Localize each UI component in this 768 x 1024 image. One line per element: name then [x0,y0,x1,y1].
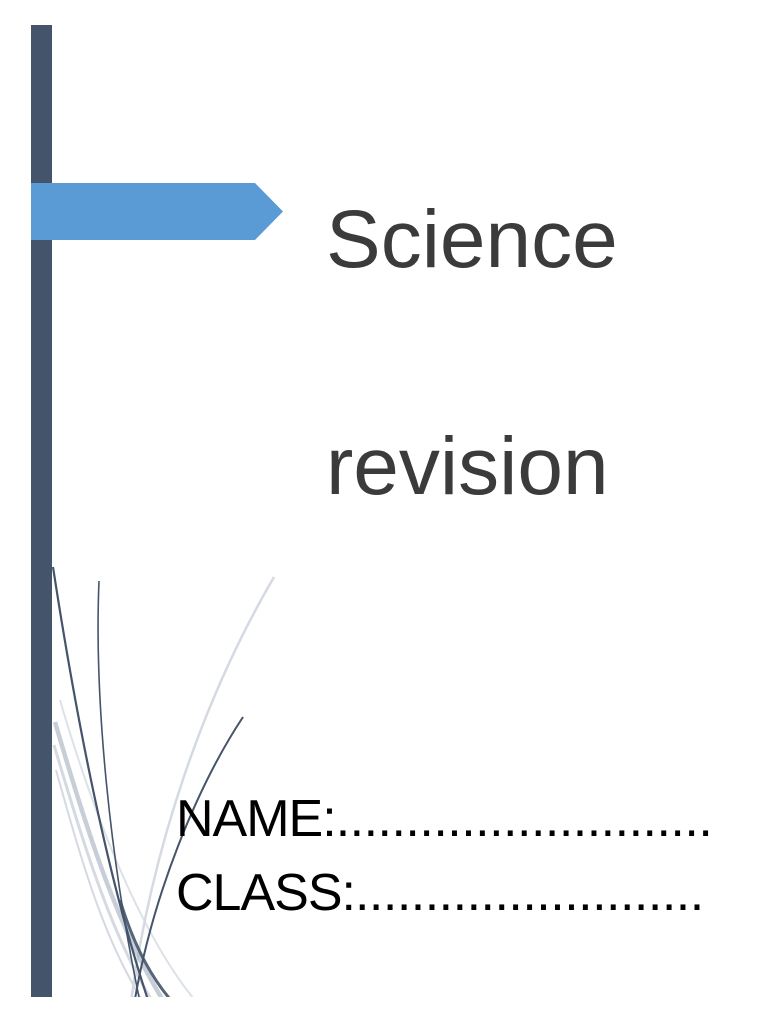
curve-dark-inner [97,580,140,997]
name-line: NAME:........................... [176,782,713,856]
curve-dark-tail [118,899,171,997]
curve-dark-left [51,566,149,997]
curve-gray-strand-3 [55,769,142,997]
title-revision: revision [326,421,609,512]
name-dotted-line: ........................... [335,790,713,848]
arrow-banner-icon [31,183,283,240]
name-label: NAME: [176,790,337,848]
vertical-accent-bar [31,25,52,997]
curve-gray-strand-2 [52,744,152,997]
class-label: CLASS: [176,864,356,922]
name-class-block: NAME:........................... CLASS:.… [176,782,713,930]
curve-gray-strand-1 [52,721,164,997]
class-line: CLASS:......................... [176,856,712,930]
title-science: Science [326,194,618,285]
class-dotted-line: ......................... [354,864,704,922]
